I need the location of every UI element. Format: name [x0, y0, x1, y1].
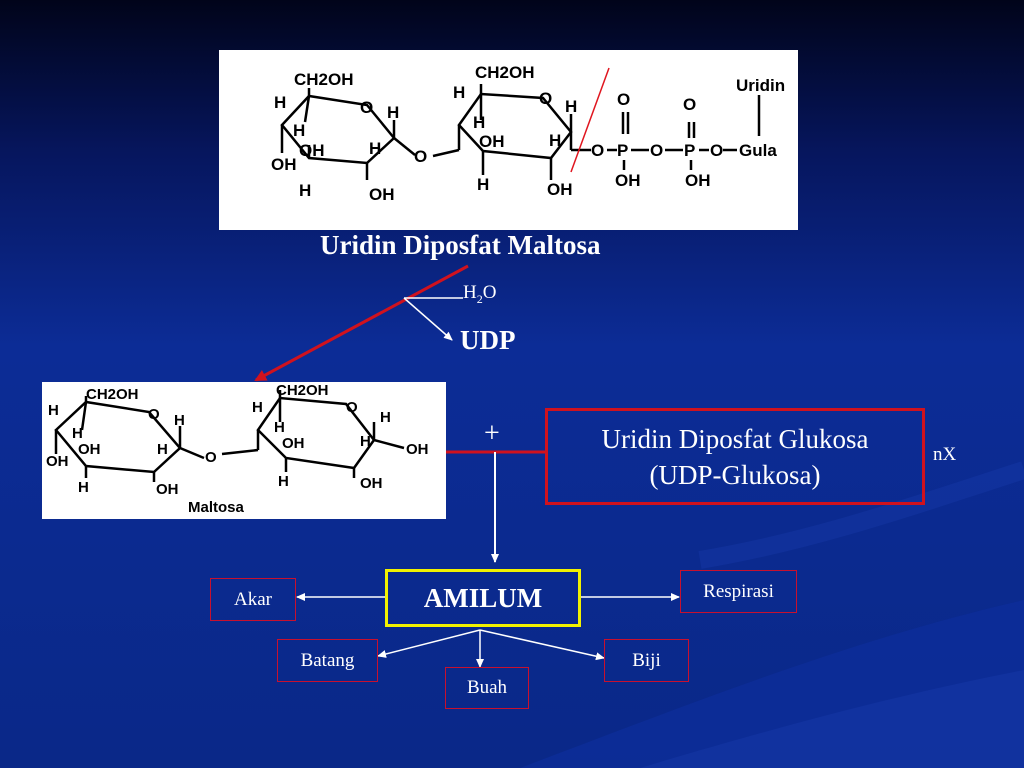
atom-oh: OH [360, 475, 383, 492]
uridin-label: Uridin [736, 76, 785, 95]
atom-oh: OH [369, 185, 395, 204]
atom-h: H [360, 433, 371, 450]
atom-oh: OH [406, 441, 429, 458]
atom-h: H [565, 97, 577, 116]
atom-p: P [617, 141, 628, 160]
atom-o: O [148, 406, 160, 423]
atom-oh: OH [299, 141, 325, 160]
atom-h: H [157, 441, 168, 458]
batang-box: Batang [277, 639, 378, 682]
atom-oh: OH [547, 180, 573, 199]
atom-h: H [174, 412, 185, 429]
water-subscript: 2 [476, 291, 483, 306]
atom-ch2oh: CH2OH [475, 63, 535, 82]
respirasi-box: Respirasi [680, 570, 797, 613]
udp-maltosa-structure-panel: CH2OH CH2OH H H OH OH H O H H OH O H H O… [219, 50, 798, 230]
buah-box: Buah [445, 667, 529, 709]
atom-oh: OH [685, 171, 711, 190]
atom-o: O [591, 141, 604, 160]
atom-o: O [360, 98, 373, 117]
udp-maltosa-structure: CH2OH CH2OH H H OH OH H O H H OH O H H O… [271, 63, 785, 204]
atom-oh: OH [282, 435, 305, 452]
hydrolysis-arrow [254, 264, 469, 382]
atom-o: O [346, 399, 358, 416]
atom-ch2oh: CH2OH [276, 382, 329, 399]
plus-sign: + [484, 418, 500, 449]
atom-h: H [78, 479, 89, 496]
maltosa-label: Maltosa [188, 499, 245, 516]
atom-oh: OH [615, 171, 641, 190]
udp-glukosa-line1: Uridin Diposfat Glukosa [601, 423, 869, 454]
top-caption: Uridin Diposfat Maltosa [320, 230, 601, 260]
atom-ch2oh: CH2OH [86, 386, 139, 403]
atom-oh: OH [271, 155, 297, 174]
atom-o: O [650, 141, 663, 160]
maltosa-structure: CH2OH CH2OH H H OH OH H O H H OH O H H O… [46, 382, 429, 516]
atom-h: H [369, 139, 381, 158]
atom-h: H [387, 103, 399, 122]
udp-label: UDP [460, 325, 516, 355]
amilum-box: AMILUM [385, 569, 581, 627]
atom-oh: OH [479, 132, 505, 151]
atom-ch2oh: CH2OH [294, 70, 354, 89]
water-h: H [463, 282, 477, 303]
atom-h: H [299, 181, 311, 200]
udp-glukosa-box: Uridin Diposfat Glukosa (UDP-Glukosa) [545, 408, 925, 505]
water-branch [403, 297, 463, 341]
nx-label: nX [933, 444, 957, 465]
atom-oh: OH [156, 481, 179, 498]
atom-o: O [205, 449, 217, 466]
atom-o: O [414, 147, 427, 166]
atom-p: P [684, 141, 695, 160]
biji-box: Biji [604, 639, 689, 682]
atom-h: H [72, 425, 83, 442]
plus-connector [446, 450, 546, 563]
amilum-distribution [296, 593, 680, 668]
atom-h: H [278, 473, 289, 490]
maltosa-structure-panel: CH2OH CH2OH H H OH OH H O H H OH O H H O… [42, 382, 446, 519]
atom-o: O [710, 141, 723, 160]
atom-h: H [473, 113, 485, 132]
akar-box: Akar [210, 578, 296, 621]
atom-h: H [48, 402, 59, 419]
atom-h: H [477, 175, 489, 194]
atom-oh: OH [78, 441, 101, 458]
gula-label: Gula [739, 141, 777, 160]
atom-h: H [274, 93, 286, 112]
atom-h: H [252, 399, 263, 416]
atom-o: O [539, 89, 552, 108]
udp-glukosa-line2: (UDP-Glukosa) [649, 459, 821, 490]
atom-oh: OH [46, 453, 69, 470]
atom-h: H [549, 131, 561, 150]
water-label: H2O [463, 282, 496, 307]
atom-o: O [617, 90, 630, 109]
water-o: O [482, 282, 497, 303]
atom-o: O [683, 95, 696, 114]
atom-h: H [453, 83, 465, 102]
atom-h: H [380, 409, 391, 426]
atom-h: H [293, 121, 305, 140]
atom-h: H [274, 419, 285, 436]
